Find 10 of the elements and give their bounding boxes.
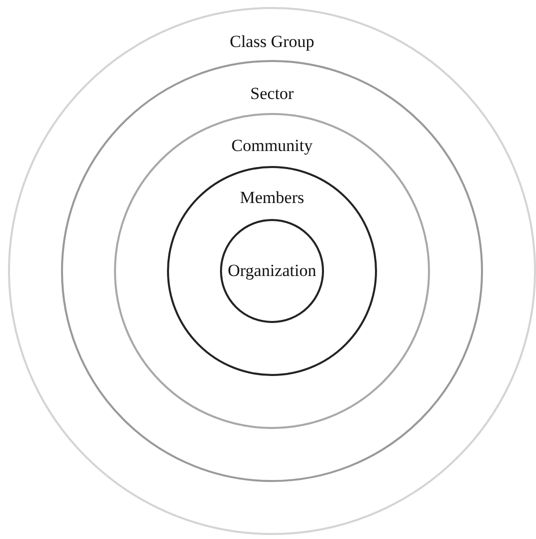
ring-label: Members	[240, 188, 304, 208]
ring-label: Class Group	[230, 32, 314, 52]
ring-label: Organization	[228, 261, 316, 281]
ring-label: Community	[231, 136, 313, 156]
ring	[61, 60, 483, 482]
ring	[8, 7, 536, 535]
ring	[167, 166, 377, 376]
ring	[114, 113, 430, 429]
ring	[220, 219, 324, 323]
ring-label: Sector	[250, 84, 294, 104]
